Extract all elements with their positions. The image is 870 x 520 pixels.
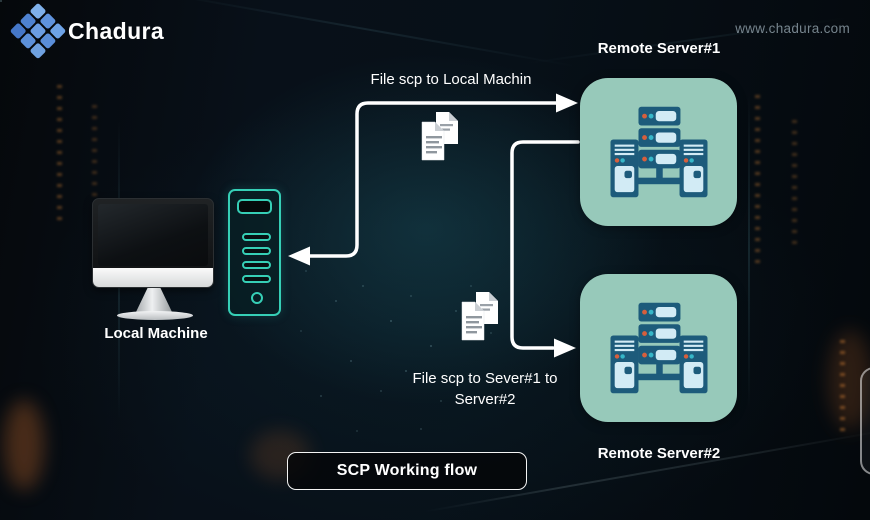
flow-label-line1: File scp to Sever#1 to — [412, 370, 558, 387]
tower-pc-icon — [228, 189, 281, 316]
server-cluster-icon — [610, 302, 707, 393]
wall-edge-line — [748, 90, 750, 410]
server-cluster-icon — [610, 106, 707, 197]
arrowhead-to-server1 — [556, 93, 578, 113]
monitor-base — [117, 311, 193, 320]
website-url: www.chadura.com — [735, 21, 850, 36]
monitor-stand — [136, 288, 172, 312]
brand-logo: Chadura — [9, 2, 165, 60]
tower-vent-slot — [242, 261, 271, 269]
remote-server-1-label: Remote Server#1 — [597, 40, 721, 57]
flow-label-scp-server1-to-server2: File scp to Sever#1 to Server#2 — [388, 368, 582, 410]
documents-icon — [461, 292, 498, 341]
monitor-icon — [92, 198, 214, 288]
flow-label-scp-to-local: File scp to Local Machin — [370, 71, 532, 88]
brand-name: Chadura — [68, 17, 165, 44]
arrowhead-to-local-machine — [288, 246, 310, 266]
arrowhead-to-server2 — [554, 338, 576, 358]
ceiling-light-streak — [153, 0, 577, 68]
flow-label-line2: Server#2 — [454, 391, 516, 408]
server-rack-lights — [792, 120, 797, 245]
tower-vent-slot — [242, 275, 271, 283]
tower-drive-bay — [237, 199, 272, 214]
remote-server-2-node — [580, 274, 737, 422]
tower-power-button — [251, 292, 263, 304]
local-machine-label: Local Machine — [104, 325, 208, 342]
diagram-title-badge: SCP Working flow — [287, 452, 527, 490]
arrow-server1-server2 — [510, 140, 580, 350]
chadura-logo-icon — [9, 2, 67, 60]
orange-glow — [828, 330, 870, 430]
monitor-screen — [98, 204, 208, 266]
server-rack-lights — [57, 85, 62, 220]
server-rack-lights — [92, 105, 97, 200]
tower-vent-slot — [242, 233, 271, 241]
remote-server-1-node — [580, 78, 737, 226]
background-dust-particles — [0, 0, 2, 2]
server-rack-lights — [840, 340, 845, 435]
tower-vent-slot — [242, 247, 271, 255]
remote-server-2-label: Remote Server#2 — [597, 445, 721, 462]
background-light-panel — [860, 367, 870, 475]
orange-glow — [4, 400, 44, 490]
monitor-chin — [93, 268, 213, 287]
documents-icon — [421, 112, 458, 161]
diagram-title-text: SCP Working flow — [336, 462, 478, 479]
server-rack-lights — [755, 95, 760, 270]
